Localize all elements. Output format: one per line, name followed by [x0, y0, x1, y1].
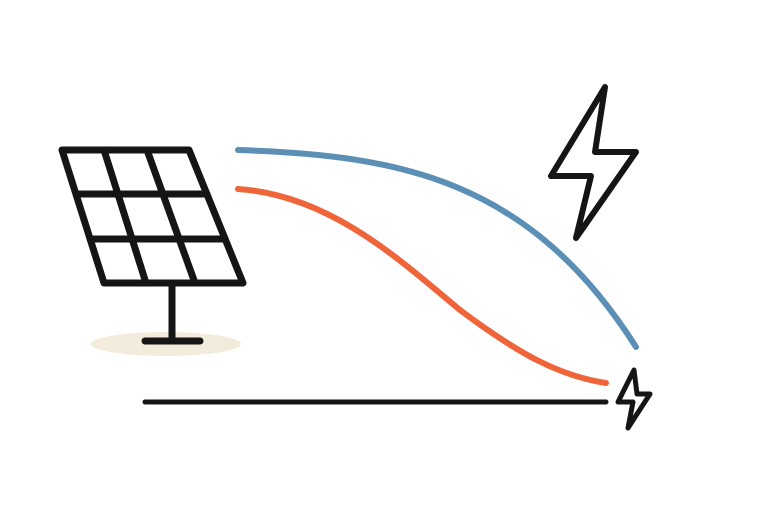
small-lightning-bolt-icon — [615, 367, 653, 431]
lower-curve — [235, 186, 609, 386]
lightning-bolt-icon — [548, 84, 639, 241]
solar-panel-icon — [58, 146, 247, 345]
upper-curve — [235, 147, 639, 350]
